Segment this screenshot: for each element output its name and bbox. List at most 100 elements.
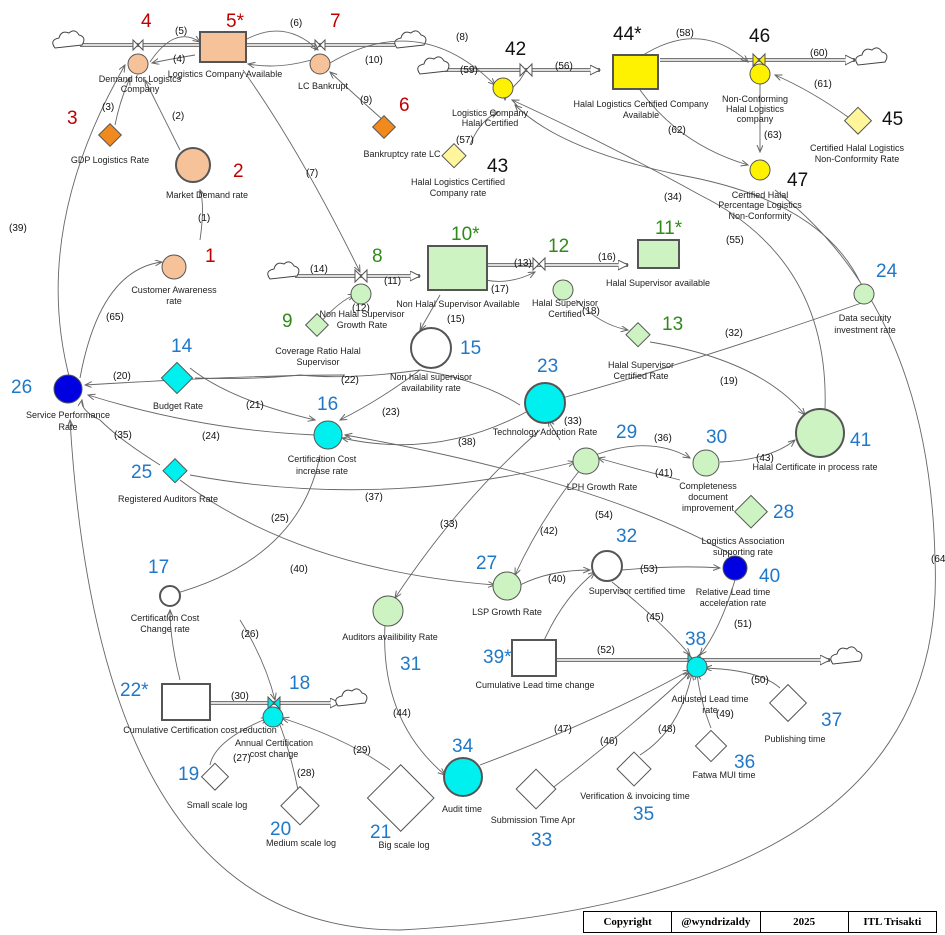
small-log-node (200, 762, 230, 791)
link-tag-39: (39) (9, 223, 27, 234)
link-tag-63: (63) (764, 130, 782, 141)
number-27: 27 (476, 553, 497, 574)
number-8: 8 (372, 246, 383, 267)
label-audit-time: Audit time (442, 804, 482, 814)
number-15: 15 (460, 338, 481, 359)
number-26: 26 (11, 377, 32, 398)
nodes (53, 31, 875, 832)
halal-cert-company-rate-node (441, 142, 467, 169)
link-tag-53: (53) (640, 564, 658, 575)
link-tag-48: (48) (658, 724, 676, 735)
causal-links (57, 30, 936, 931)
number-28: 28 (773, 502, 794, 523)
node-numbers: 1 2 3 4 5* 6 7 8 9 10* 11* 12 13 14 15 1… (11, 11, 903, 851)
non-halal-avail-rate-node (410, 327, 452, 369)
link-tag-36: (36) (654, 433, 672, 444)
service-performance-node (53, 374, 83, 404)
link-tag-46: (46) (600, 736, 618, 747)
halal-sup-cert-rate-node (625, 321, 651, 348)
cum-lead-change-stock (511, 639, 557, 677)
big-log-node (366, 764, 435, 832)
label-bankruptcy-rate: Bankruptcy rate LC (363, 149, 441, 159)
link-tag-29: (29) (353, 745, 371, 756)
link-tag-22: (22) (341, 375, 359, 386)
label-verification: Verification & invoicing time (580, 791, 690, 801)
number-22: 22* (120, 680, 149, 701)
number-20: 20 (270, 819, 291, 840)
link-tag-21: (21) (246, 400, 264, 411)
link-tag-23: (23) (382, 407, 400, 418)
halal-sup-available-stock (637, 239, 680, 269)
link-tag-27: (27) (233, 753, 251, 764)
number-45: 45 (882, 109, 903, 130)
link-tag-60: (60) (810, 48, 828, 59)
demand-logistics-node (127, 53, 149, 75)
halal-cert-company-avail-stock (612, 54, 659, 90)
link-tag-15: (15) (447, 314, 465, 325)
verification-node (616, 751, 652, 787)
link-tag-49: (49) (716, 709, 734, 720)
label-publishing: Publishing time (764, 734, 825, 744)
link-tag-19: (19) (720, 376, 738, 387)
label-submission: Submission Time Apr (491, 815, 576, 825)
label-tech-adoption: Technology Adoption Rate (493, 427, 598, 437)
number-3: 3 (67, 108, 78, 129)
adjusted-lead-node (686, 656, 708, 678)
link-tag-45: (45) (646, 612, 664, 623)
publishing-node (768, 683, 808, 723)
customer-awareness-node (161, 254, 187, 280)
link-tag-33b: (33) (440, 519, 458, 530)
link-tags: (1) (2) (3) (4) (5) (6) (7) (8) (9) (10)… (9, 18, 945, 779)
link-tag-38: (38) (458, 437, 476, 448)
cloud-icon (335, 688, 368, 707)
number-13: 13 (662, 314, 683, 335)
auditors-avail-node (372, 595, 404, 627)
number-16: 16 (317, 394, 338, 415)
number-37: 37 (821, 710, 842, 731)
halal-cert-process-node (795, 408, 845, 458)
label-lc-bankrupt: LC Bankrupt (298, 81, 349, 91)
link-tag-59: (59) (460, 65, 478, 76)
number-31: 31 (400, 654, 421, 675)
link-tag-20: (20) (113, 371, 131, 382)
budget-rate-node (160, 361, 194, 395)
data-security-node (853, 283, 875, 305)
copyright-table: Copyright @wyndrizaldy 2025 ITL Trisakti (583, 911, 937, 933)
number-10: 10* (451, 224, 480, 245)
sup-cert-time-node (591, 550, 623, 582)
link-tag-3: (3) (102, 102, 114, 113)
number-40: 40 (759, 566, 780, 587)
link-tag-44: (44) (393, 708, 411, 719)
link-tag-54: (54) (595, 510, 613, 521)
link-tag-9: (9) (360, 95, 372, 106)
fatwa-node (694, 729, 728, 763)
company-available-stock (199, 31, 247, 63)
link-tag-5: (5) (175, 26, 187, 37)
cloud-icon (830, 646, 863, 665)
cert-cost-change-node (159, 585, 181, 607)
number-33: 33 (531, 830, 552, 851)
number-4: 4 (141, 11, 152, 32)
number-36: 36 (734, 752, 755, 773)
cloud-icon (855, 47, 888, 66)
number-41: 41 (850, 430, 871, 451)
link-tag-25: (25) (271, 513, 289, 524)
number-38: 38 (685, 629, 706, 650)
label-budget-rate: Budget Rate (153, 401, 203, 411)
number-23: 23 (537, 356, 558, 377)
number-32: 32 (616, 526, 637, 547)
number-2: 2 (233, 161, 244, 182)
link-tag-64: (64 (931, 554, 945, 565)
market-demand-node (175, 147, 211, 183)
link-tag-51: (51) (734, 619, 752, 630)
